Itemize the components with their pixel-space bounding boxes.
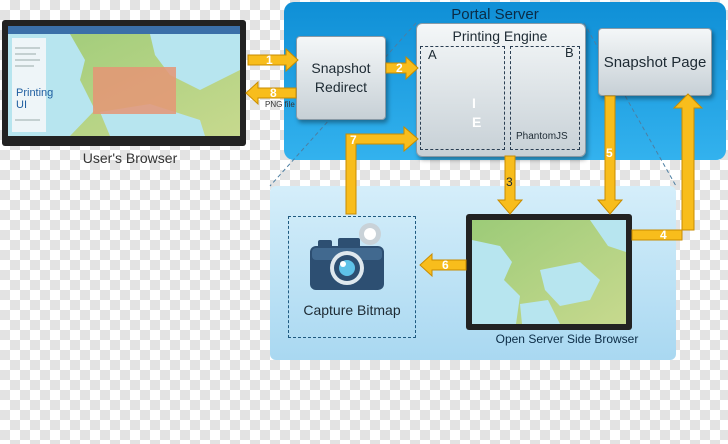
step-6-label: 6 (442, 258, 449, 272)
gear-e-label: E (472, 114, 482, 130)
printing-ui-panel (12, 38, 46, 132)
camera-icon (310, 223, 384, 290)
snapshot-redirect-box: Snapshot Redirect (296, 36, 386, 120)
snapshot-redirect-label: Snapshot Redirect (311, 60, 371, 95)
section-b-label: B (565, 45, 574, 60)
snapshot-page-box: Snapshot Page (598, 28, 712, 96)
portal-server-title: Portal Server (451, 6, 539, 23)
step-8-label: 8 (270, 86, 277, 100)
server-browser-label: Open Server Side Browser (495, 332, 639, 346)
print-area-highlight (93, 67, 176, 114)
engine-section-a (420, 46, 505, 150)
step-1-label: 1 (266, 53, 273, 67)
png-file-label: PNG file (265, 100, 295, 109)
gear-i-label: I (472, 95, 476, 111)
step-5-label: 5 (606, 146, 613, 160)
step-2-label: 2 (396, 61, 403, 75)
section-a-label: A (428, 47, 437, 62)
printing-engine-box (416, 23, 586, 157)
zoom-line-left (269, 22, 417, 187)
step-4-label: 4 (660, 228, 667, 242)
engine-section-b (510, 46, 580, 150)
user-browser-monitor (2, 20, 246, 146)
printing-ui-label: Printing UI (16, 87, 54, 111)
capture-bitmap-box (288, 216, 416, 338)
server-browser-monitor (466, 214, 632, 330)
phantomjs-label: PhantomJS (516, 131, 568, 142)
step-3-label: 3 (506, 175, 513, 189)
printing-engine-title: Printing Engine (452, 28, 548, 44)
snapshot-page-label: Snapshot Page (603, 53, 707, 71)
user-browser-label: User's Browser (82, 150, 178, 166)
capture-bitmap-label: Capture Bitmap (303, 302, 401, 318)
step-7-label: 7 (350, 133, 357, 147)
